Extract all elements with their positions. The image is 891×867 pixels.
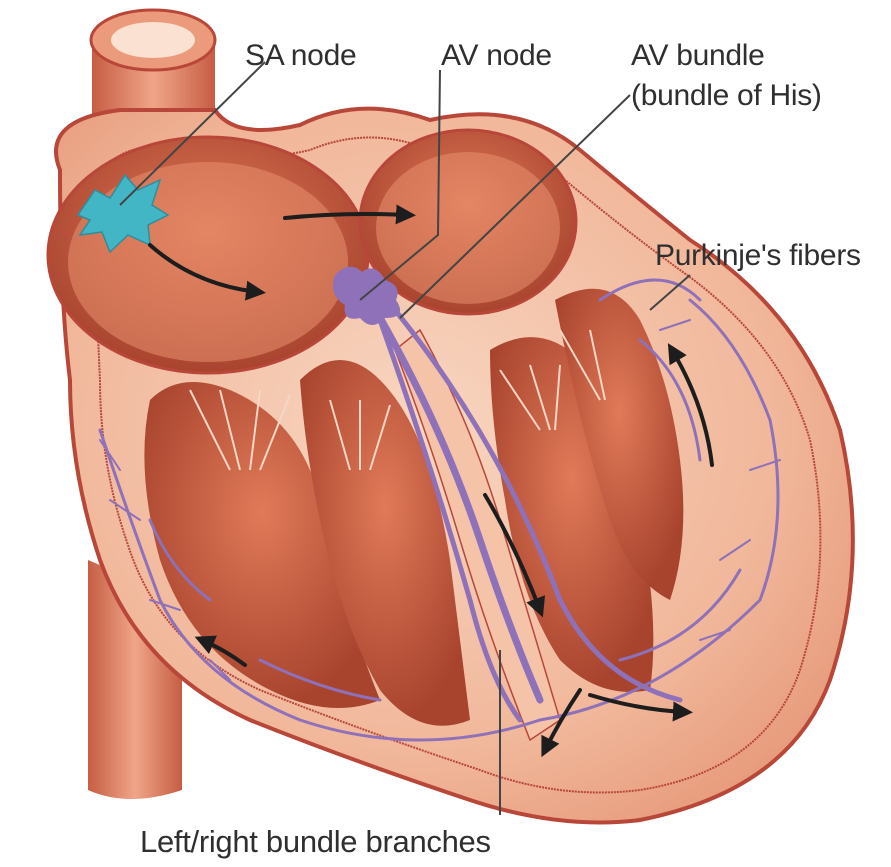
av-node-label: AV node	[441, 38, 552, 74]
bundle-branches-label: Left/right bundle branches	[140, 824, 491, 860]
sa-node-label: SA node	[245, 38, 356, 74]
bundle-of-his-label: (bundle of His)	[631, 78, 822, 114]
purkinje-fibers-label: Purkinje's fibers	[655, 238, 861, 274]
av-bundle-label: AV bundle	[631, 38, 765, 74]
